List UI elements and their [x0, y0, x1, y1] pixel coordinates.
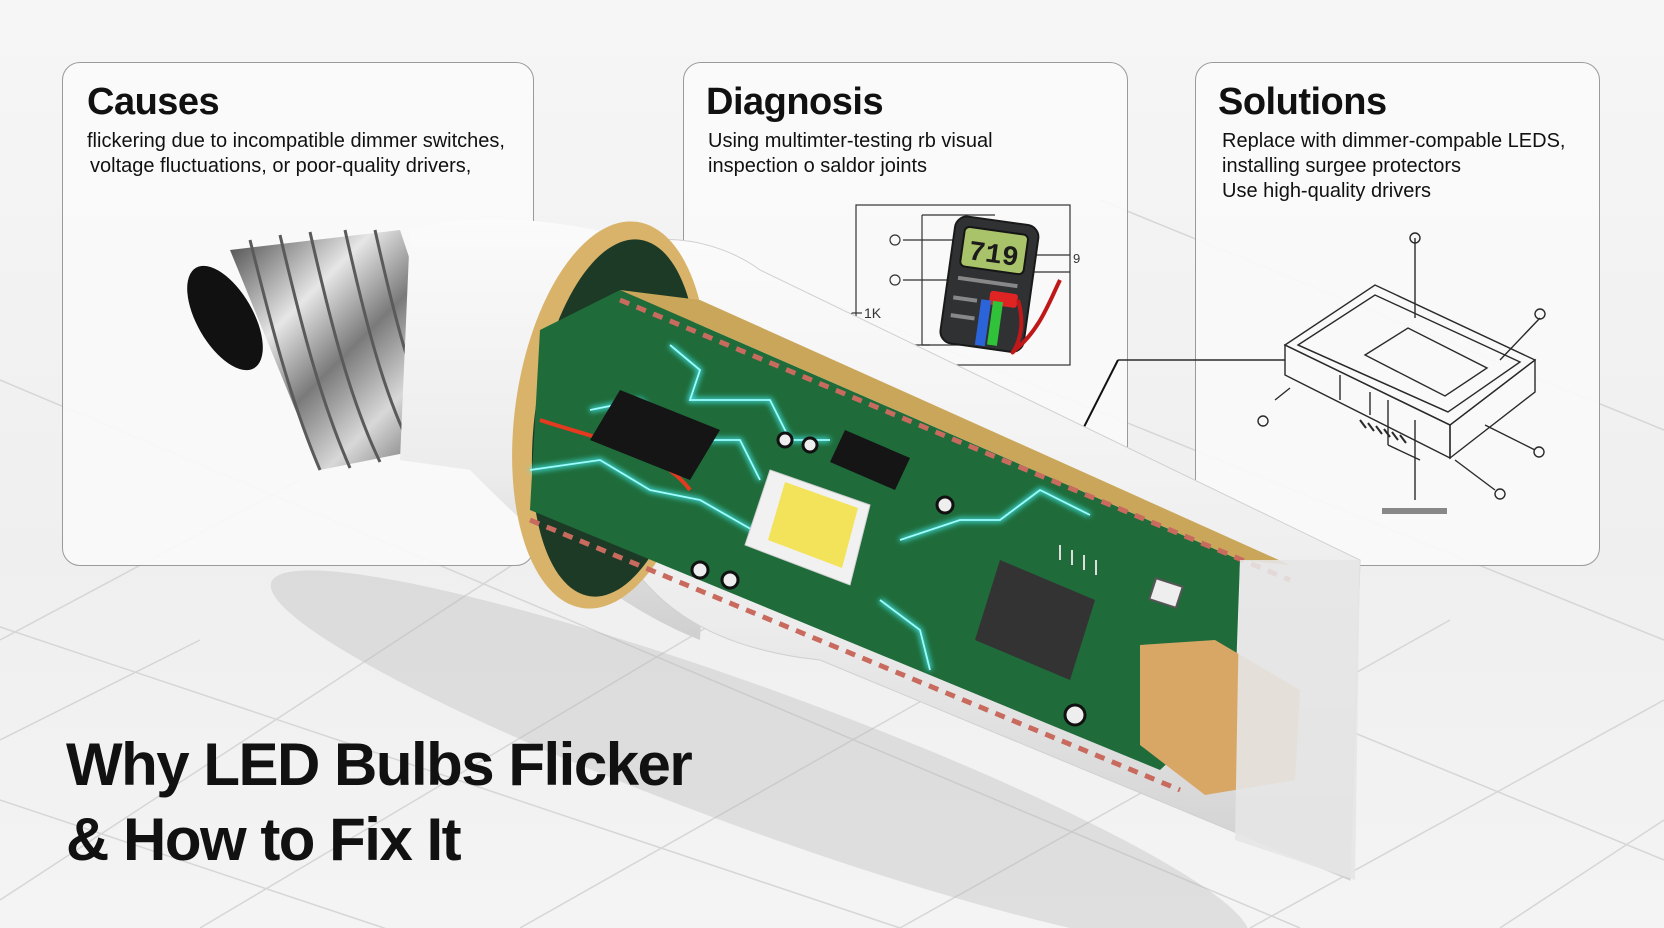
- multimeter-reading: 719: [966, 237, 1020, 275]
- causes-heading: Causes: [87, 81, 220, 123]
- solutions-heading: Solutions: [1218, 81, 1387, 123]
- title-line-2: & How to Fix It: [66, 806, 462, 873]
- led-chip: [744, 469, 871, 586]
- causes-line-2: voltage fluctuations, or poor-quality dr…: [90, 155, 472, 177]
- microcontroller: [975, 560, 1095, 680]
- barcode-label: [1382, 508, 1447, 514]
- multimeter-icon: 719: [939, 215, 1040, 353]
- svg-text:9: 9: [1073, 251, 1080, 266]
- diagnosis-heading: Diagnosis: [706, 81, 884, 123]
- resistor-label: 1K: [864, 305, 882, 321]
- diagnosis-line-1: Using multimter-testing rb visual: [708, 130, 993, 152]
- ic-chip: [590, 390, 720, 480]
- diagnosis-line-2: inspection o saldor joints: [708, 155, 928, 177]
- title-line-1: Why LED Bulbs Flicker: [66, 731, 693, 798]
- causes-line-1: flickering due to incompatible dimmer sw…: [87, 130, 505, 152]
- solutions-line-3: Use high-quality drivers: [1222, 180, 1431, 202]
- solutions-line-1: Replace with dimmer-compable LEDS,: [1222, 130, 1566, 152]
- solutions-line-2: installing surgee protectors: [1222, 155, 1462, 177]
- solutions-panel: Solutions Replace with dimmer-compable L…: [1195, 62, 1600, 566]
